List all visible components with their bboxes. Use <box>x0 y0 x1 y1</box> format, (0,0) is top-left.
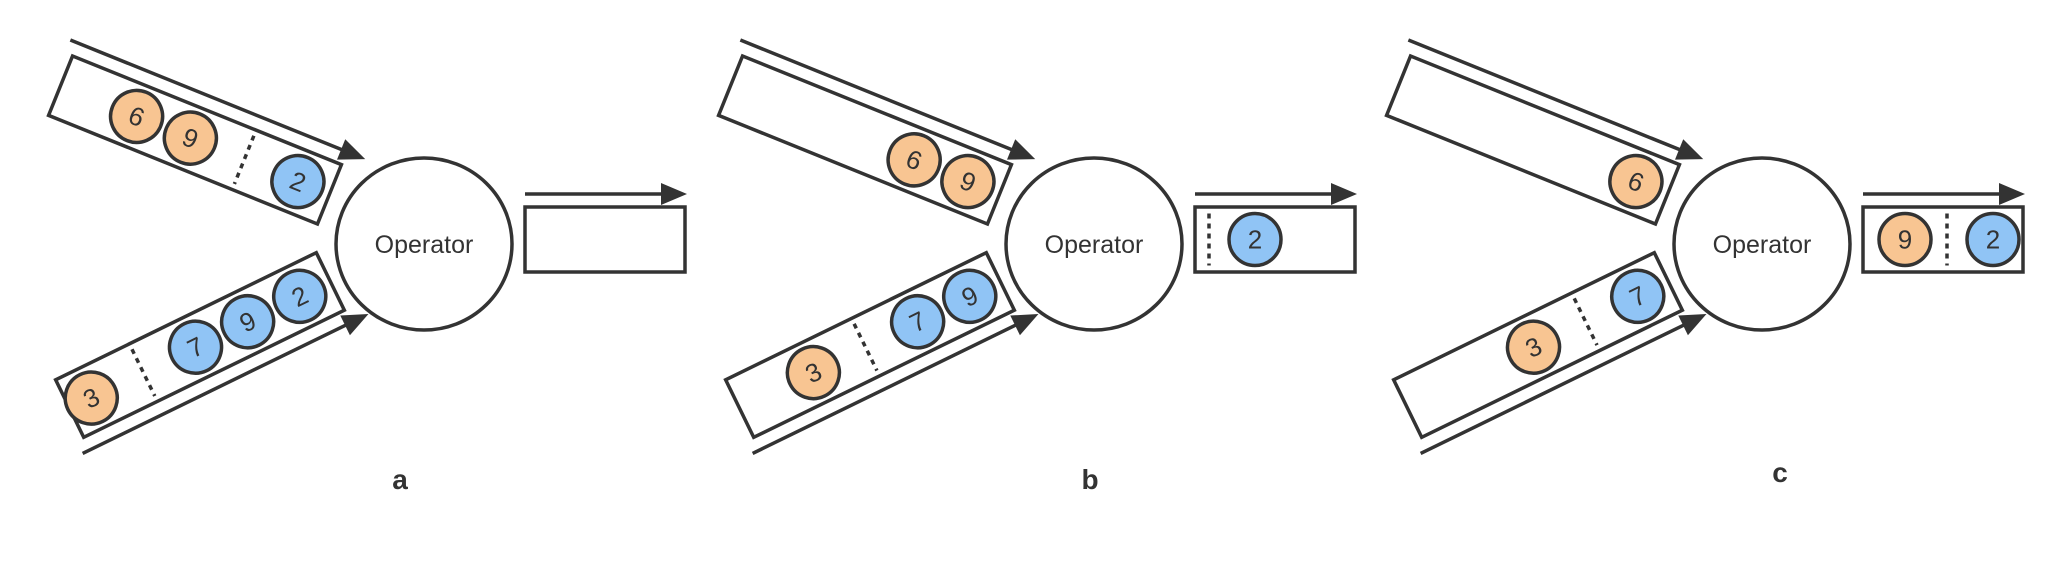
output-flow-arrow-head <box>1999 183 2025 205</box>
watermark-separator <box>130 348 157 397</box>
element-value: 2 <box>1248 225 1262 255</box>
output-flow-arrow-head <box>661 183 687 205</box>
bottom-input-stream-flow-arrow-line <box>751 321 1022 455</box>
blue-element-ball <box>889 294 946 350</box>
top-input-stream-box <box>716 53 1014 227</box>
panel-label: b <box>1081 464 1098 495</box>
watermark-separator <box>232 135 256 185</box>
blue-element-ball <box>272 268 328 325</box>
bottom-input-stream-flow-arrow-line <box>81 321 352 455</box>
blue-element-ball <box>1610 268 1666 325</box>
orange-element-ball <box>108 88 165 145</box>
output-stream-box <box>1193 205 1357 274</box>
top-input-stream: 69 <box>716 53 1014 227</box>
top-input-stream-flow-arrow-line <box>1407 38 1686 154</box>
orange-element-ball <box>785 344 842 401</box>
operator-node <box>1004 156 1184 332</box>
top-input-stream-box <box>46 53 344 227</box>
element-value: 2 <box>1986 225 2000 255</box>
bottom-input-stream: 379 <box>723 250 1017 440</box>
watermark-separator <box>852 323 879 372</box>
panel-label: c <box>1772 457 1788 488</box>
top-input-stream-flow-arrow-head <box>1674 139 1704 160</box>
bottom-input-stream-box <box>723 250 1017 440</box>
blue-element-ball <box>167 319 224 375</box>
panel-label: a <box>392 464 408 495</box>
bottom-input-stream: 37 <box>1391 250 1685 440</box>
bottom-input-stream-box <box>1391 250 1685 440</box>
top-input-stream: 692 <box>46 53 344 227</box>
orange-element-ball <box>940 153 996 210</box>
output-stream-box <box>1861 205 2025 274</box>
operator-label: Operator <box>1713 231 1812 259</box>
top-input-stream: 6 <box>1384 53 1682 227</box>
orange-element-ball <box>1877 211 1933 268</box>
bottom-input-stream-flow-arrow-head <box>1678 314 1707 336</box>
operator-label: Operator <box>1045 231 1144 259</box>
orange-element-ball <box>886 132 942 188</box>
operator-label: Operator <box>375 231 474 259</box>
output-flow-arrow-head <box>1331 183 1357 205</box>
bottom-input-stream-flow-arrow-head <box>340 314 369 336</box>
operator-node <box>1672 156 1852 332</box>
top-input-stream-box <box>1384 53 1682 227</box>
top-input-stream-flow-arrow-line <box>739 38 1018 154</box>
orange-element-ball <box>63 370 119 426</box>
top-input-stream-flow-arrow-head <box>336 139 366 160</box>
orange-element-ball <box>1608 153 1664 210</box>
blue-element-ball <box>270 153 326 210</box>
orange-element-ball <box>162 110 219 166</box>
operator-node <box>334 156 514 332</box>
output-stream <box>523 205 687 274</box>
watermark-separator <box>1572 297 1599 346</box>
top-input-stream-flow-arrow-line <box>69 38 348 154</box>
bottom-input-stream-flow-arrow-head <box>1010 314 1039 336</box>
blue-element-ball <box>1227 211 1283 268</box>
top-input-stream-flow-arrow-head <box>1006 139 1036 160</box>
orange-element-ball <box>1505 319 1562 375</box>
bottom-input-stream-flow-arrow-line <box>1419 321 1690 455</box>
blue-element-ball <box>219 294 276 350</box>
element-value: 9 <box>1898 225 1912 255</box>
output-stream: 2 <box>1193 205 1357 274</box>
output-stream-box <box>523 205 687 274</box>
blue-element-ball <box>1965 211 2021 268</box>
blue-element-ball <box>942 268 998 325</box>
